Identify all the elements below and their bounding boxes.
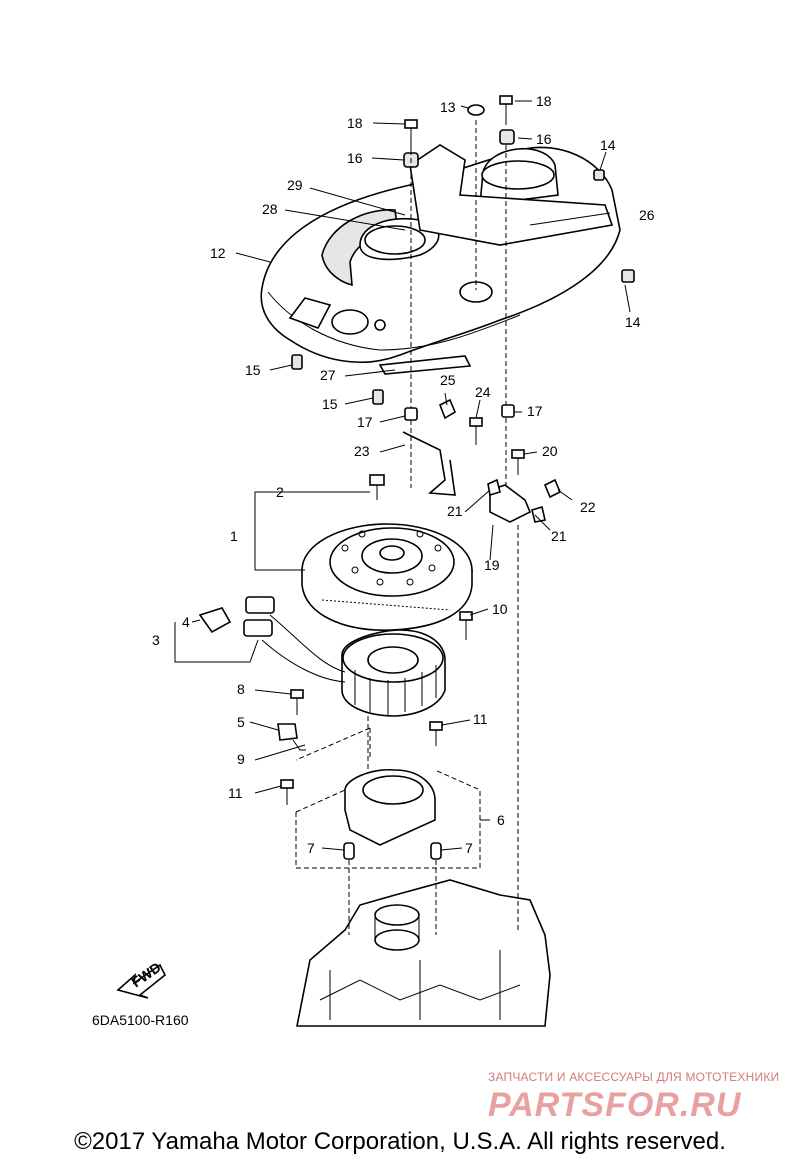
- callout-10: 10: [492, 601, 508, 617]
- fasteners: [277, 95, 635, 860]
- callout-16-right: 16: [536, 131, 552, 147]
- callout-14-bottom: 14: [625, 314, 641, 330]
- callout-9: 9: [237, 751, 245, 767]
- callout-7-left: 7: [307, 840, 315, 856]
- callout-28: 28: [262, 201, 278, 217]
- callout-21-left: 21: [447, 503, 463, 519]
- callout-18-left: 18: [347, 115, 363, 131]
- callout-15-left: 15: [245, 362, 261, 378]
- watermark-logo: PARTSFOR.RU: [488, 1086, 742, 1124]
- callout-6: 6: [497, 812, 505, 828]
- callout-17-left: 17: [357, 414, 373, 430]
- flywheel: [301, 523, 473, 631]
- callout-25: 25: [440, 372, 456, 388]
- callout-14-top: 14: [600, 137, 616, 153]
- callout-7-right: 7: [465, 840, 473, 856]
- callout-12: 12: [210, 245, 226, 261]
- callout-22: 22: [580, 499, 596, 515]
- callout-17-right: 17: [527, 403, 543, 419]
- copyright-notice: ©2017 Yamaha Motor Corporation, U.S.A. A…: [74, 1128, 726, 1155]
- callout-11-right: 11: [473, 711, 488, 727]
- callout-5: 5: [237, 714, 245, 730]
- callout-13: 13: [440, 99, 456, 115]
- callout-8: 8: [237, 681, 245, 697]
- callout-4: 4: [182, 614, 190, 630]
- callout-20: 20: [542, 443, 558, 459]
- callout-1: 1: [230, 528, 238, 544]
- stator-base: [295, 727, 481, 869]
- callout-29: 29: [287, 177, 303, 193]
- callout-21-right: 21: [551, 528, 567, 544]
- callout-19: 19: [484, 557, 500, 573]
- callout-27: 27: [320, 367, 336, 383]
- callout-26: 26: [639, 207, 655, 223]
- engine-block: [296, 879, 551, 1027]
- callout-24: 24: [475, 384, 491, 400]
- alignment-lines: [348, 120, 519, 935]
- callout-18-right: 18: [536, 93, 552, 109]
- fwd-arrow-icon: FWD: [116, 959, 167, 999]
- callout-3: 3: [152, 632, 160, 648]
- diagram-code: 6DA5100-R160: [92, 1012, 189, 1028]
- stator-coil: [198, 596, 446, 717]
- callout-15-mid: 15: [322, 396, 338, 412]
- callout-2: 2: [276, 484, 284, 500]
- callout-labels: 1 2 3 4 5 6 7 7 8 9 10 11 11 12 13 14 14…: [152, 93, 655, 856]
- leader-lines: [174, 100, 631, 851]
- watermark-tagline: ЗАПЧАСТИ И АКСЕССУАРЫ ДЛЯ МОТОТЕХНИКИ: [488, 1070, 780, 1084]
- callout-11-left: 11: [228, 785, 243, 801]
- callout-23: 23: [354, 443, 370, 459]
- flywheel-cover: [260, 144, 621, 375]
- watermark: ЗАПЧАСТИ И АКСЕССУАРЫ ДЛЯ МОТОТЕХНИКИ PA…: [488, 1070, 788, 1125]
- callout-16-left: 16: [347, 150, 363, 166]
